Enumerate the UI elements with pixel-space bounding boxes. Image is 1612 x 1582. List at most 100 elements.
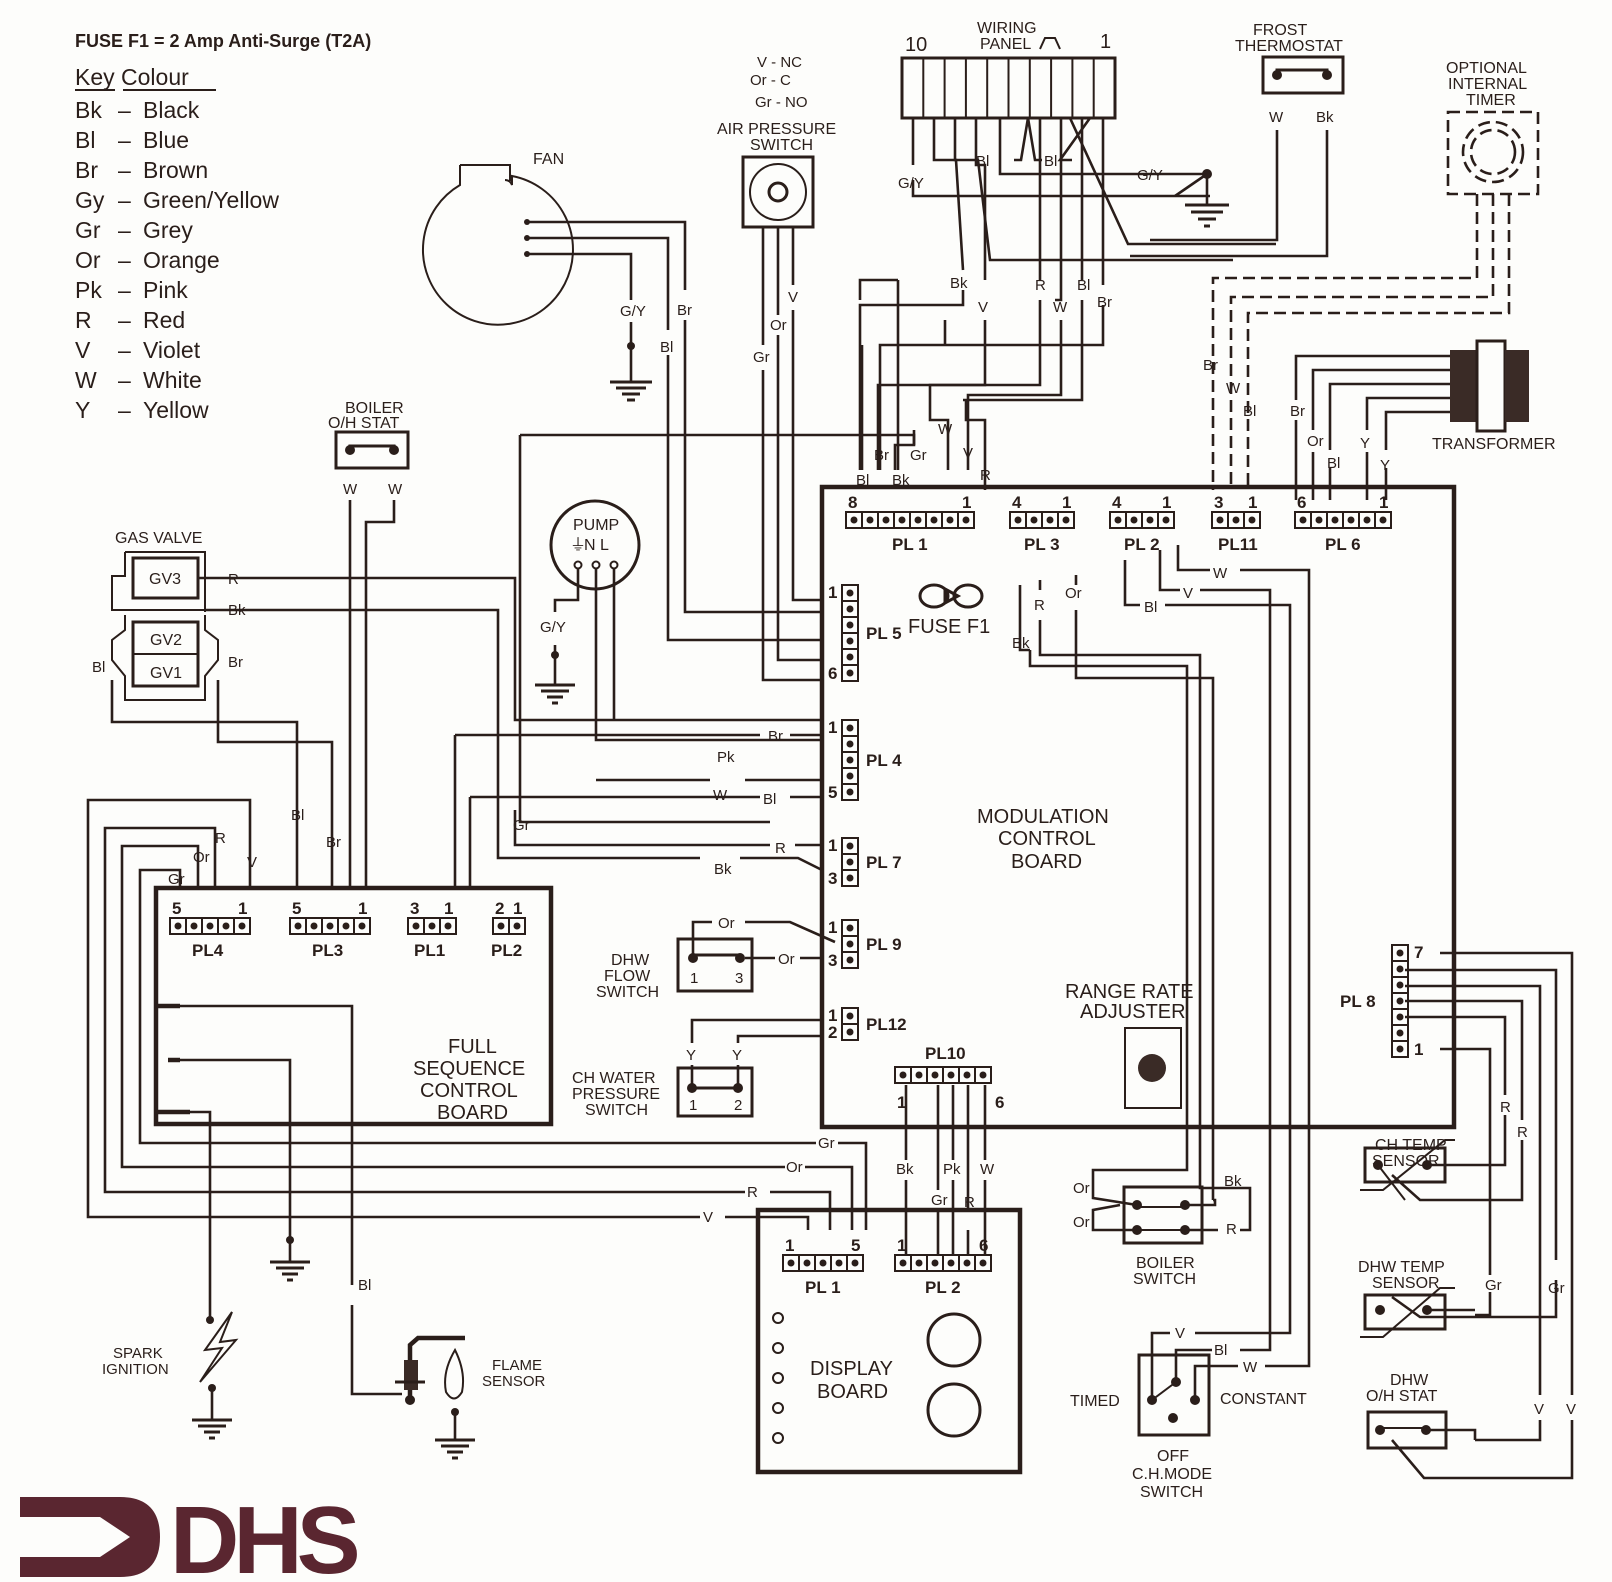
terminal-label: 1 [689,1097,697,1114]
connector-pin [963,1071,971,1079]
transformer-core-icon [1450,350,1477,422]
connector-pin [1216,516,1224,524]
mcb-pl5-label: PL 5 [866,624,902,643]
earth-symbol-icon: ⏚ [570,536,586,554]
ch-temp-sensor: CH TEMP SENSOR [1360,1137,1475,1201]
boiler-switch[interactable]: BOILER SWITCH Or Or Bk R [1073,1160,1252,1288]
connector-pin [846,589,854,597]
wire-label: R [228,571,239,588]
wp-wire-r [928,118,1042,470]
fan-outlet [460,164,511,181]
connector-pin [358,922,366,930]
display-board-outline [755,1207,1023,1475]
wire-label: Bl [1327,455,1340,472]
connector-pin [835,1259,843,1267]
ch-temp-label: CH TEMP [1375,1137,1447,1154]
aps-label: SWITCH [750,137,813,154]
connector-pin [342,922,350,930]
key-name: Pink [143,277,188,303]
wire-label: Or [1065,585,1082,602]
terminal-label: 1 [690,970,698,987]
connector-body [841,837,859,887]
wire-label: Y [1360,435,1370,452]
thermistor-icon [1360,1139,1455,1191]
dhw-flow-label: SWITCH [596,984,659,1001]
timer-wire-br [1211,194,1479,490]
modulation-control-board: MODULATION CONTROL BOARD FUSE F1 RANGE R… [819,484,1457,1130]
spark-ignition: SPARK IGNITION [102,1311,239,1440]
led-icon [772,1342,784,1354]
connector-pin [851,1259,859,1267]
wire-label: W [343,481,358,498]
wire-label: G/Y [620,303,646,320]
pin-number: 1 [1248,493,1257,512]
connector-pin [846,842,854,850]
fan-label: FAN [533,151,564,168]
aps-wire-v [791,227,822,602]
wire-label: Pk [943,1161,961,1178]
colour-key: Key Colour Bk–BlackBl–BlueBr–BrownGy–Gre… [75,64,279,423]
boiler-switch-label: BOILER [1136,1255,1195,1272]
ch-wp-label: PRESSURE [572,1086,660,1103]
key-title: Key Colour [75,64,189,90]
aps-legend: V - NC [757,54,802,71]
fscb-pl4-label: PL4 [192,941,224,960]
mcb-pl2-label: PL 2 [1124,535,1160,554]
connector-body [1211,511,1261,529]
key-dash: – [118,247,131,273]
connector-pin [846,772,854,780]
wire-label: R [1226,1221,1237,1238]
connector-pin [428,922,436,930]
key-code: V [75,337,91,363]
dhw-flow-switch: DHW FLOW SWITCH 1 3 Or Or [596,915,836,1001]
range-rate-adjuster[interactable] [1124,1027,1182,1109]
connector-pin [1114,516,1122,524]
connector-pin [846,637,854,645]
range-rate-knob-icon[interactable] [1138,1054,1166,1082]
gv1-label: GV1 [150,665,182,682]
wire-label: Br [677,302,692,319]
wire-label: Bl [856,472,869,489]
ch-mode-switch[interactable]: V Bl W TIMED CONSTANT OFF C.H.MODE SWITC… [1070,1280,1311,1501]
wire-label: Bk [1224,1173,1242,1190]
gv-wire-bl [110,680,299,888]
frost-label: THERMOSTAT [1235,38,1343,55]
led-icon [772,1432,784,1444]
wire-label: Y [686,1047,696,1064]
pin-number: 1 [828,918,837,937]
wire-label: Y [1380,457,1390,474]
ch-wp-label: SWITCH [585,1102,648,1119]
frost-body [1261,55,1345,95]
wire-label: Br [874,447,889,464]
connector-pin [846,669,854,677]
ch-wp-label: CH WATER [572,1070,656,1087]
boiler-switch-body [1122,1185,1204,1245]
earth-icon [535,683,575,705]
aps-wire-or [776,227,822,662]
key-dash: – [118,397,131,423]
wire-label: Bk [714,861,732,878]
range-rate-label: ADJUSTER [1080,1001,1186,1023]
key-dash: – [118,337,131,363]
timer-dial-icon [1461,120,1525,184]
pin-number: 5 [292,899,301,918]
wire-label: R [747,1184,758,1201]
key-name: Blue [143,127,189,153]
connector-pin [846,956,854,964]
wire-label: W [938,421,953,438]
pump-wire-gy [553,569,580,612]
wire-label: W [980,1161,995,1178]
tr-wire-br [1294,354,1450,500]
connector-pin [1014,516,1022,524]
mcb-pl10-label: PL10 [925,1044,966,1063]
pin-number: 3 [828,951,837,970]
connector-pin [1146,516,1154,524]
wire-label: Bk [1012,635,1030,652]
air-pressure-switch: V - NC Or - C Gr - NO AIR PRESSURE SWITC… [717,54,836,682]
pin-number: 7 [1414,943,1423,962]
timer-label: TIMER [1466,92,1516,109]
